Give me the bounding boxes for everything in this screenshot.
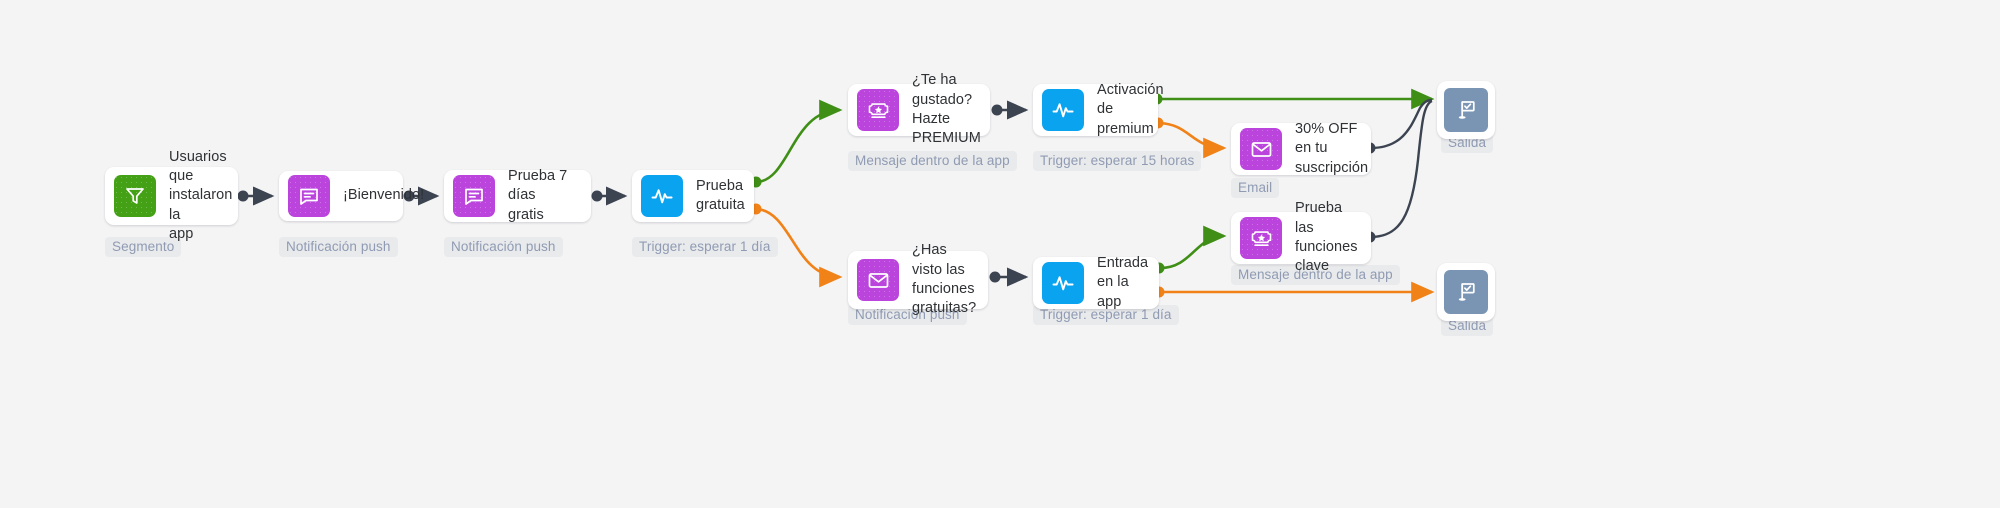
pulse-icon [1042,262,1084,304]
chat-bubble-icon [453,175,495,217]
node-title: Prueba las funciones clave [1295,200,1358,275]
ticket-star-icon [857,89,899,131]
edge-entrada-salidabottom [1153,281,1435,303]
node-label-prueba-7-dias: Notificación push [444,237,563,257]
node-label-segmento: Segmento [105,237,182,257]
node-title: ¡Bienvenido! [343,187,425,204]
node-label-activacion-premium: Trigger: esperar 15 horas [1033,151,1202,171]
edge-tehagustado-activacion [991,100,1029,120]
node-entrada-app[interactable]: Entrada en la app [1033,255,1159,310]
edge-activacion-salidatop [1151,88,1435,110]
node-title: Activación de premium [1097,82,1164,137]
edge-funcionesclave-salidatop [1364,99,1433,243]
node-bienvenido[interactable]: ¡Bienvenido! [279,171,424,221]
node-label-has-visto-funciones: Notificación push [848,305,967,325]
flag-check-icon [1444,270,1488,314]
node-descuento-email[interactable]: 30% OFF en tu suscripción [1231,121,1371,176]
flag-check-icon [1444,88,1488,132]
node-prueba-7-dias[interactable]: Prueba 7 días gratis [444,168,591,223]
node-te-ha-gustado[interactable]: ¿Te ha gustado? Hazte PREMIUM [848,72,990,146]
node-title: ¿Has visto las funciones gratuitas? [912,242,977,317]
node-title: Entrada en la app [1097,255,1149,310]
pulse-icon [641,175,683,217]
edge-hasvisto-entrada [989,267,1029,287]
node-title: Usuarios que instalaron la app [169,148,233,242]
envelope-icon [1240,128,1282,170]
node-label-te-ha-gustado: Mensaje dentro de la app [848,151,1017,171]
envelope-icon [857,259,899,301]
ticket-star-icon [1240,217,1282,259]
node-label-funciones-clave: Mensaje dentro de la app [1231,265,1400,285]
node-activacion-premium[interactable]: Activación de premium [1033,82,1164,137]
node-label-bienvenido: Notificación push [279,237,398,257]
node-label-salida-bottom: Salida [1441,316,1494,336]
edge-prueba7-pruebagratuita [591,186,628,206]
node-title: 30% OFF en tu suscripción [1295,121,1369,176]
edge-pruebagratuita-tehagustado [750,99,843,188]
node-prueba-gratuita[interactable]: Prueba gratuita [632,170,754,222]
node-label-descuento-email: Email [1231,178,1280,198]
node-salida-top[interactable] [1437,81,1495,139]
edge-entrada-funcionesclave [1153,225,1227,274]
node-funciones-clave[interactable]: Prueba las funciones clave [1231,200,1371,274]
node-label-entrada-app: Trigger: esperar 1 día [1033,305,1179,325]
node-title: Prueba gratuita [696,177,745,213]
node-segmento[interactable]: Usuarios que instalaron la app [105,149,238,242]
edge-email-salidatop [1364,98,1433,154]
node-salida-bottom[interactable] [1437,263,1495,321]
funnel-icon [114,175,156,217]
pulse-icon [1042,89,1084,131]
node-label-prueba-gratuita: Trigger: esperar 1 día [632,237,778,257]
node-has-visto-funciones[interactable]: ¿Has visto las funciones gratuitas? [848,242,988,316]
chat-bubble-icon [288,175,330,217]
node-title: ¿Te ha gustado? Hazte PREMIUM [912,72,981,147]
edge-segmento-bienvenido [237,186,275,206]
node-title: Prueba 7 días gratis [508,168,568,223]
